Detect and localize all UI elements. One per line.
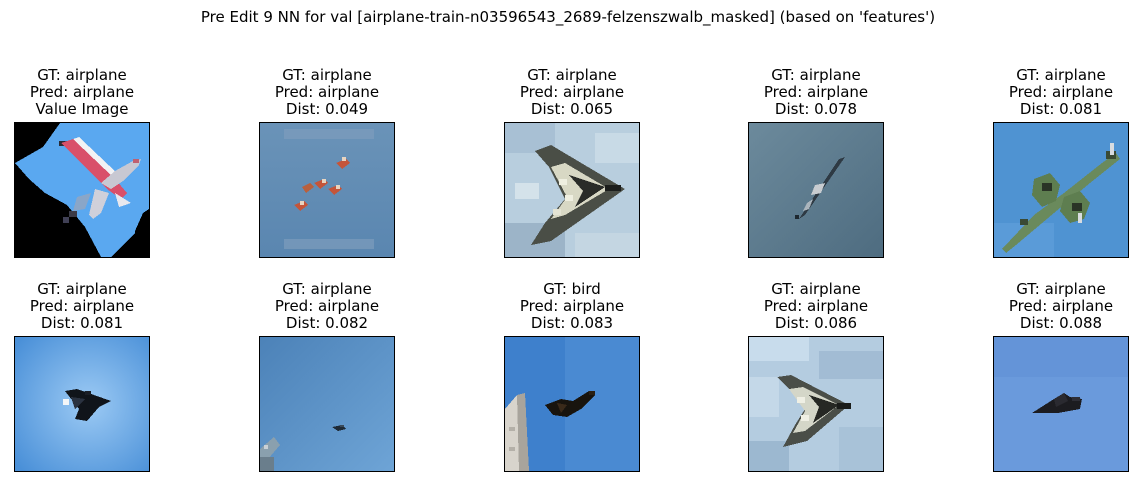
panel-10: GT: airplane Pred: airplane Dist: 0.088 bbox=[993, 281, 1129, 472]
panel-2: GT: airplane Pred: airplane Dist: 0.049 bbox=[259, 67, 395, 258]
gt-label: GT: airplane bbox=[37, 66, 127, 84]
pred-label: Pred: airplane bbox=[1008, 83, 1114, 101]
neighbor-image bbox=[259, 122, 395, 258]
pred-label: Pred: airplane bbox=[519, 83, 625, 101]
panel-8: GT: bird Pred: airplane Dist: 0.083 bbox=[504, 281, 640, 472]
panel-9: GT: airplane Pred: airplane Dist: 0.086 bbox=[748, 281, 884, 472]
dist-label: Dist: 0.078 bbox=[774, 100, 858, 118]
panel-title: GT: airplane Pred: airplane Dist: 0.078 bbox=[708, 67, 924, 118]
panel-6: GT: airplane Pred: airplane Dist: 0.081 bbox=[14, 281, 150, 472]
gt-label: GT: airplane bbox=[771, 66, 861, 84]
neighbor-image bbox=[748, 122, 884, 258]
gt-label: GT: airplane bbox=[1016, 280, 1106, 298]
gt-label: GT: airplane bbox=[771, 280, 861, 298]
neighbor-image bbox=[259, 336, 395, 472]
panel-title: GT: airplane Pred: airplane Dist: 0.065 bbox=[464, 67, 680, 118]
dist-label: Dist: 0.081 bbox=[40, 314, 124, 332]
panel-3: GT: airplane Pred: airplane Dist: 0.065 bbox=[504, 67, 640, 258]
gt-label: GT: bird bbox=[543, 280, 601, 298]
gt-label: GT: airplane bbox=[527, 66, 617, 84]
panel-7: GT: airplane Pred: airplane Dist: 0.082 bbox=[259, 281, 395, 472]
panel-title: GT: bird Pred: airplane Dist: 0.083 bbox=[464, 281, 680, 332]
gt-label: GT: airplane bbox=[282, 66, 372, 84]
panel-4: GT: airplane Pred: airplane Dist: 0.078 bbox=[748, 67, 884, 258]
dist-label: Dist: 0.083 bbox=[530, 314, 614, 332]
neighbor-image bbox=[993, 122, 1129, 258]
pred-label: Pred: airplane bbox=[274, 297, 380, 315]
pred-label: Pred: airplane bbox=[763, 297, 869, 315]
gt-label: GT: airplane bbox=[1016, 66, 1106, 84]
panel-1: GT: airplane Pred: airplane Value Image bbox=[14, 67, 150, 258]
neighbor-image bbox=[993, 336, 1129, 472]
panel-title: GT: airplane Pred: airplane Dist: 0.088 bbox=[953, 281, 1136, 332]
dist-label: Dist: 0.049 bbox=[285, 100, 369, 118]
neighbor-image bbox=[504, 122, 640, 258]
dist-label: Dist: 0.081 bbox=[1019, 100, 1103, 118]
gt-label: GT: airplane bbox=[37, 280, 127, 298]
panel-title: GT: airplane Pred: airplane Dist: 0.086 bbox=[708, 281, 924, 332]
pred-label: Pred: airplane bbox=[519, 297, 625, 315]
pred-label: Pred: airplane bbox=[29, 83, 135, 101]
dist-label: Dist: 0.082 bbox=[285, 314, 369, 332]
pred-label: Pred: airplane bbox=[274, 83, 380, 101]
panel-title: GT: airplane Pred: airplane Dist: 0.081 bbox=[953, 67, 1136, 118]
pred-label: Pred: airplane bbox=[29, 297, 135, 315]
gt-label: GT: airplane bbox=[282, 280, 372, 298]
panel-title: GT: airplane Pred: airplane Value Image bbox=[0, 67, 190, 118]
neighbor-image bbox=[504, 336, 640, 472]
pred-label: Pred: airplane bbox=[763, 83, 869, 101]
neighbor-image bbox=[748, 336, 884, 472]
panel-title: GT: airplane Pred: airplane Dist: 0.082 bbox=[219, 281, 435, 332]
value-image bbox=[14, 122, 150, 258]
panel-5: GT: airplane Pred: airplane Dist: 0.081 bbox=[993, 67, 1129, 258]
dist-label: Dist: 0.065 bbox=[530, 100, 614, 118]
dist-label: Dist: 0.088 bbox=[1019, 314, 1103, 332]
value-image-label: Value Image bbox=[35, 100, 129, 118]
panel-title: GT: airplane Pred: airplane Dist: 0.049 bbox=[219, 67, 435, 118]
dist-label: Dist: 0.086 bbox=[774, 314, 858, 332]
neighbor-image bbox=[14, 336, 150, 472]
pred-label: Pred: airplane bbox=[1008, 297, 1114, 315]
figure-title: Pre Edit 9 NN for val [airplane-train-n0… bbox=[200, 8, 936, 26]
panel-title: GT: airplane Pred: airplane Dist: 0.081 bbox=[0, 281, 190, 332]
